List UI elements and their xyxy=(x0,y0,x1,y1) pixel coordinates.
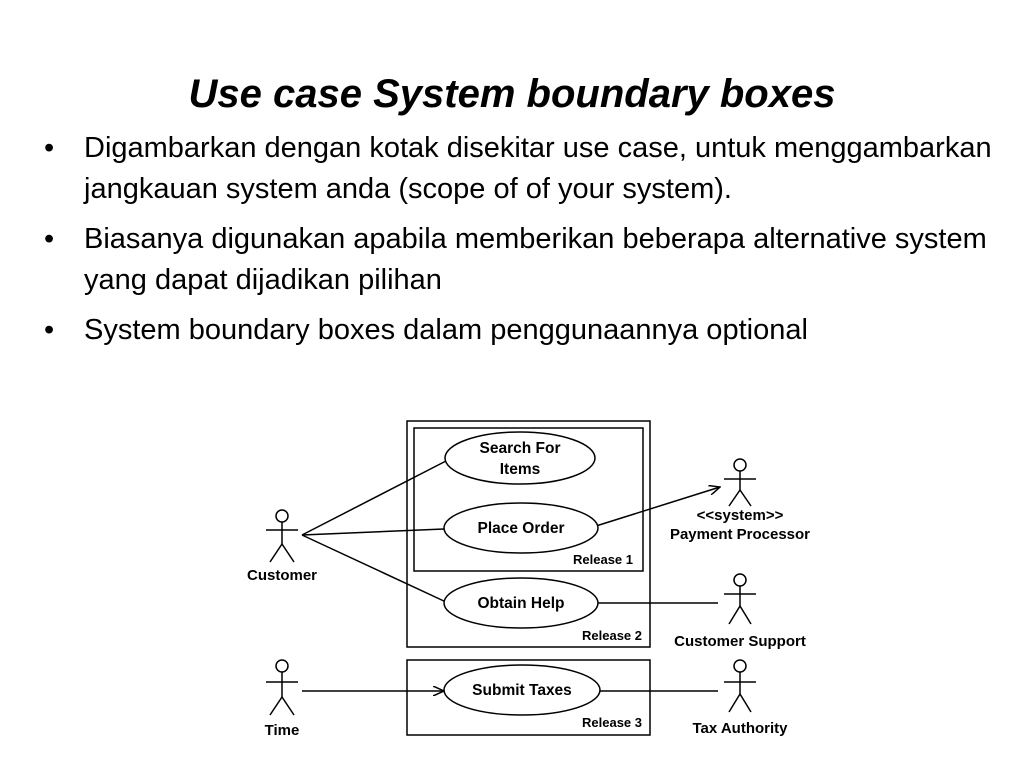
release-3-label: Release 3 xyxy=(582,715,642,730)
bullet-item: • Biasanya digunakan apabila memberikan … xyxy=(40,219,1000,301)
use-case-place-order: Place Order xyxy=(443,502,599,554)
release-1-boundary xyxy=(413,427,644,572)
actor-payment-processor: <<system>> Payment Processor xyxy=(670,458,810,543)
use-case-label: Items xyxy=(500,461,541,478)
association-arrow xyxy=(595,487,720,527)
use-case-label: Submit Taxes xyxy=(472,682,572,699)
stick-figure-icon xyxy=(266,509,298,563)
association-line xyxy=(301,460,447,536)
stick-figure-icon xyxy=(724,573,756,625)
use-case-ellipse xyxy=(443,577,599,629)
associations xyxy=(301,460,720,691)
release-3-boundary xyxy=(406,659,651,736)
use-case-submit-taxes: Submit Taxes xyxy=(443,664,601,716)
actor-customer: Customer xyxy=(247,509,317,584)
bullet-text: Digambarkan dengan kotak disekitar use c… xyxy=(84,132,992,205)
release-2-boundary xyxy=(406,420,651,648)
association-line xyxy=(301,528,445,536)
bullet-list: • Digambarkan dengan kotak disekitar use… xyxy=(40,128,1000,360)
use-case-label: Place Order xyxy=(477,520,564,537)
release-1-label: Release 1 xyxy=(573,552,633,567)
use-case-search-items: Search For Items xyxy=(444,431,596,485)
actor-label: Customer xyxy=(247,567,317,584)
actor-stereotype: <<system>> xyxy=(697,507,784,524)
bullet-marker: • xyxy=(44,314,55,346)
bullet-text: System boundary boxes dalam penggunaanny… xyxy=(84,314,808,346)
actor-customer-support: Customer Support xyxy=(674,573,806,650)
use-case-ellipse xyxy=(443,664,601,716)
bullet-marker: • xyxy=(44,223,55,255)
bullet-item: • System boundary boxes dalam penggunaan… xyxy=(40,310,1000,351)
slide-title: Use case System boundary boxes xyxy=(188,72,836,116)
use-case-obtain-help: Obtain Help xyxy=(443,577,599,629)
bullet-text: Biasanya digunakan apabila memberikan be… xyxy=(84,223,987,296)
bullet-item: • Digambarkan dengan kotak disekitar use… xyxy=(40,128,1000,210)
actor-time: Time xyxy=(265,659,300,739)
bullet-marker: • xyxy=(44,132,55,164)
actor-tax-authority: Tax Authority xyxy=(692,659,788,737)
stick-figure-icon xyxy=(724,458,756,507)
release-2-label: Release 2 xyxy=(582,628,642,643)
use-case-label: Search For xyxy=(480,440,561,457)
use-case-ellipse xyxy=(443,502,599,554)
use-case-label: Obtain Help xyxy=(478,595,565,612)
stick-figure-icon xyxy=(266,659,298,716)
association-line xyxy=(301,534,447,603)
actor-label: Customer Support xyxy=(674,633,806,650)
actor-label: Time xyxy=(265,722,300,739)
stick-figure-icon xyxy=(724,659,756,713)
actor-label: Payment Processor xyxy=(670,526,810,543)
actor-label: Tax Authority xyxy=(692,720,788,737)
use-case-ellipse xyxy=(444,431,596,485)
